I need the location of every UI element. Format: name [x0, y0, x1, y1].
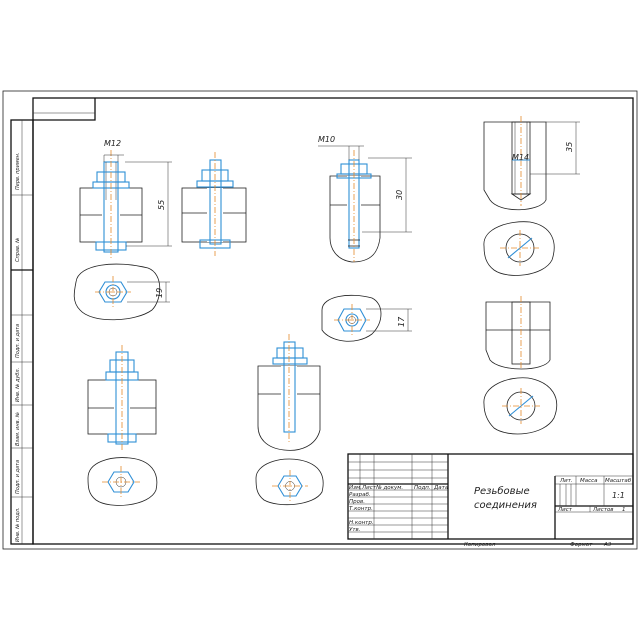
view-screw-lower — [255, 334, 324, 505]
dim-35: 35 — [565, 142, 574, 152]
strip-label-first-use: Перв. примен. — [15, 152, 21, 190]
sheets-label: Листов — [592, 507, 614, 513]
format-value: А3 — [603, 542, 612, 548]
strip-label-ref-no: Справ. № — [15, 238, 21, 262]
view-bolt-lower — [87, 345, 158, 506]
dim-30: 30 — [395, 190, 404, 200]
strip-label-replace-inv: Взам. инв. № — [15, 412, 21, 446]
left-strip: Перв. примен. Справ. № Подп. и дата Инв.… — [10, 119, 34, 545]
rev-header-date: Дата — [433, 485, 449, 491]
strip-label-sign-date-2: Подп. и дата — [15, 460, 21, 494]
dim-m14: M14 — [512, 153, 529, 162]
rev-header-change: Изм. — [349, 485, 362, 491]
view-bolt-m12: M12 55 19 — [73, 139, 172, 321]
dim-17: 17 — [397, 316, 406, 327]
format-label: Формат — [570, 542, 593, 548]
rev-header-doc-no: № докум. — [375, 485, 403, 491]
sheet-label: Лист — [557, 507, 573, 513]
scale-value: 1:1 — [612, 491, 625, 500]
view-threaded-hole-m14: M14 35 — [483, 116, 580, 276]
dim-55: 55 — [157, 200, 166, 210]
col-scale: Масштаб — [605, 478, 632, 484]
sheet-outer-border — [2, 90, 638, 550]
title-block: Изм. Лист № докум. Подп. Дата Разраб. Пр… — [347, 453, 634, 540]
copied-label: Копировал — [464, 542, 496, 548]
strip-label-orig-inv: Инв. № подл. — [15, 508, 21, 543]
role-developer: Разраб. — [349, 492, 371, 498]
role-norm-control: Н.контр. — [349, 520, 374, 526]
role-approved: Утв. — [349, 527, 361, 533]
dim-m10: M10 — [318, 135, 335, 144]
view-stud — [181, 152, 247, 256]
dim-19: 19 — [155, 288, 164, 298]
inner-frame — [32, 97, 634, 545]
col-mass: Масса — [580, 478, 598, 484]
title-line-1: Резьбовые — [474, 485, 530, 497]
dim-m12: M12 — [104, 139, 121, 148]
strip-label-sign-date-1: Подп. и дата — [15, 324, 21, 358]
title-line-2: соединения — [474, 500, 537, 511]
role-tech-control: Т.контр. — [349, 506, 373, 512]
rev-header-sheet: Лист — [361, 485, 377, 491]
view-screw-m10: M10 30 17 — [318, 135, 412, 342]
view-blind-hole — [483, 296, 558, 435]
col-lit: Лит. — [559, 478, 573, 484]
rev-header-sign: Подп. — [414, 485, 431, 491]
role-checked: Пров. — [349, 499, 365, 505]
sheets-value: 1 — [622, 507, 626, 513]
strip-label-dup-inv: Инв. № дубл. — [15, 368, 21, 402]
top-left-designation-box — [33, 98, 96, 121]
